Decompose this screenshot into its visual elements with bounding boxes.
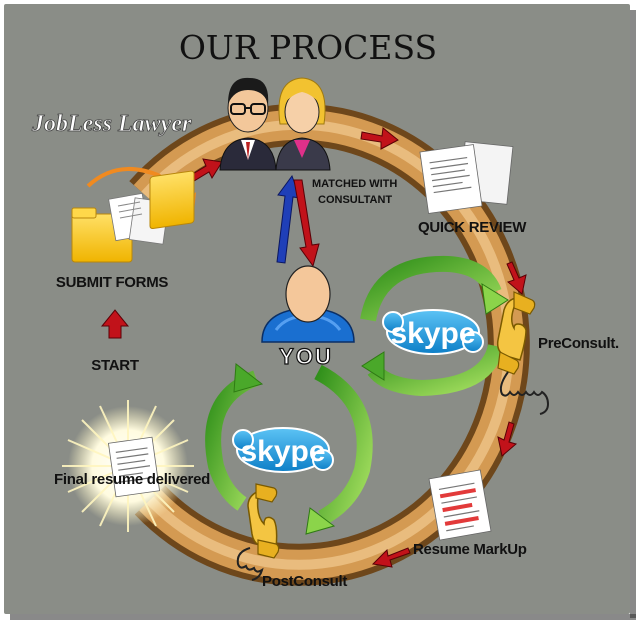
you-label: YOU bbox=[279, 344, 333, 369]
cycle-arrows-lower bbox=[205, 363, 373, 535]
skype-logo-lower: skype bbox=[232, 427, 334, 473]
start-label: START bbox=[91, 357, 139, 374]
folder-icon bbox=[71, 166, 196, 263]
final-resume-label: Final resume delivered bbox=[54, 471, 210, 488]
arrow-to-review bbox=[360, 127, 399, 150]
you-avatar bbox=[261, 265, 355, 343]
ring-arrows bbox=[185, 127, 527, 568]
matched-label-line1: MATCHED WITH bbox=[312, 178, 397, 190]
arrow-to-postconsult bbox=[371, 547, 411, 568]
skype-text-lower: skype bbox=[240, 435, 325, 468]
preconsult-label: PreConsult. bbox=[538, 335, 619, 352]
skype-logo-upper: skype bbox=[382, 309, 484, 355]
cycle-arrows-upper bbox=[360, 255, 509, 397]
arrow-consultant-to-you bbox=[293, 179, 320, 268]
phone-icon-preconsult bbox=[496, 291, 550, 415]
page-title: OUR PROCESS bbox=[179, 28, 437, 67]
start-arrow bbox=[100, 309, 130, 339]
panel-shadow bbox=[630, 10, 636, 618]
skype-text-upper: skype bbox=[390, 317, 475, 350]
phone-icon-postconsult bbox=[236, 483, 280, 581]
resume-markup-label: Resume MarkUp bbox=[413, 541, 527, 558]
postconsult-label: PostConsult bbox=[262, 573, 347, 590]
arrow-to-markup bbox=[497, 421, 518, 457]
logo-text: JobLess Lawyer bbox=[31, 111, 192, 137]
document-icon-final bbox=[108, 436, 160, 498]
document-icon-review bbox=[419, 141, 514, 214]
panel-shadow-bottom bbox=[10, 614, 636, 620]
submit-forms-label: SUBMIT FORMS bbox=[56, 274, 169, 291]
consultants-icon bbox=[219, 77, 331, 171]
matched-label-line2: CONSULTANT bbox=[318, 194, 392, 206]
arrow-to-preconsult bbox=[506, 261, 527, 295]
document-icon-markup bbox=[428, 469, 492, 541]
quick-review-label: QUICK REVIEW bbox=[418, 219, 527, 236]
